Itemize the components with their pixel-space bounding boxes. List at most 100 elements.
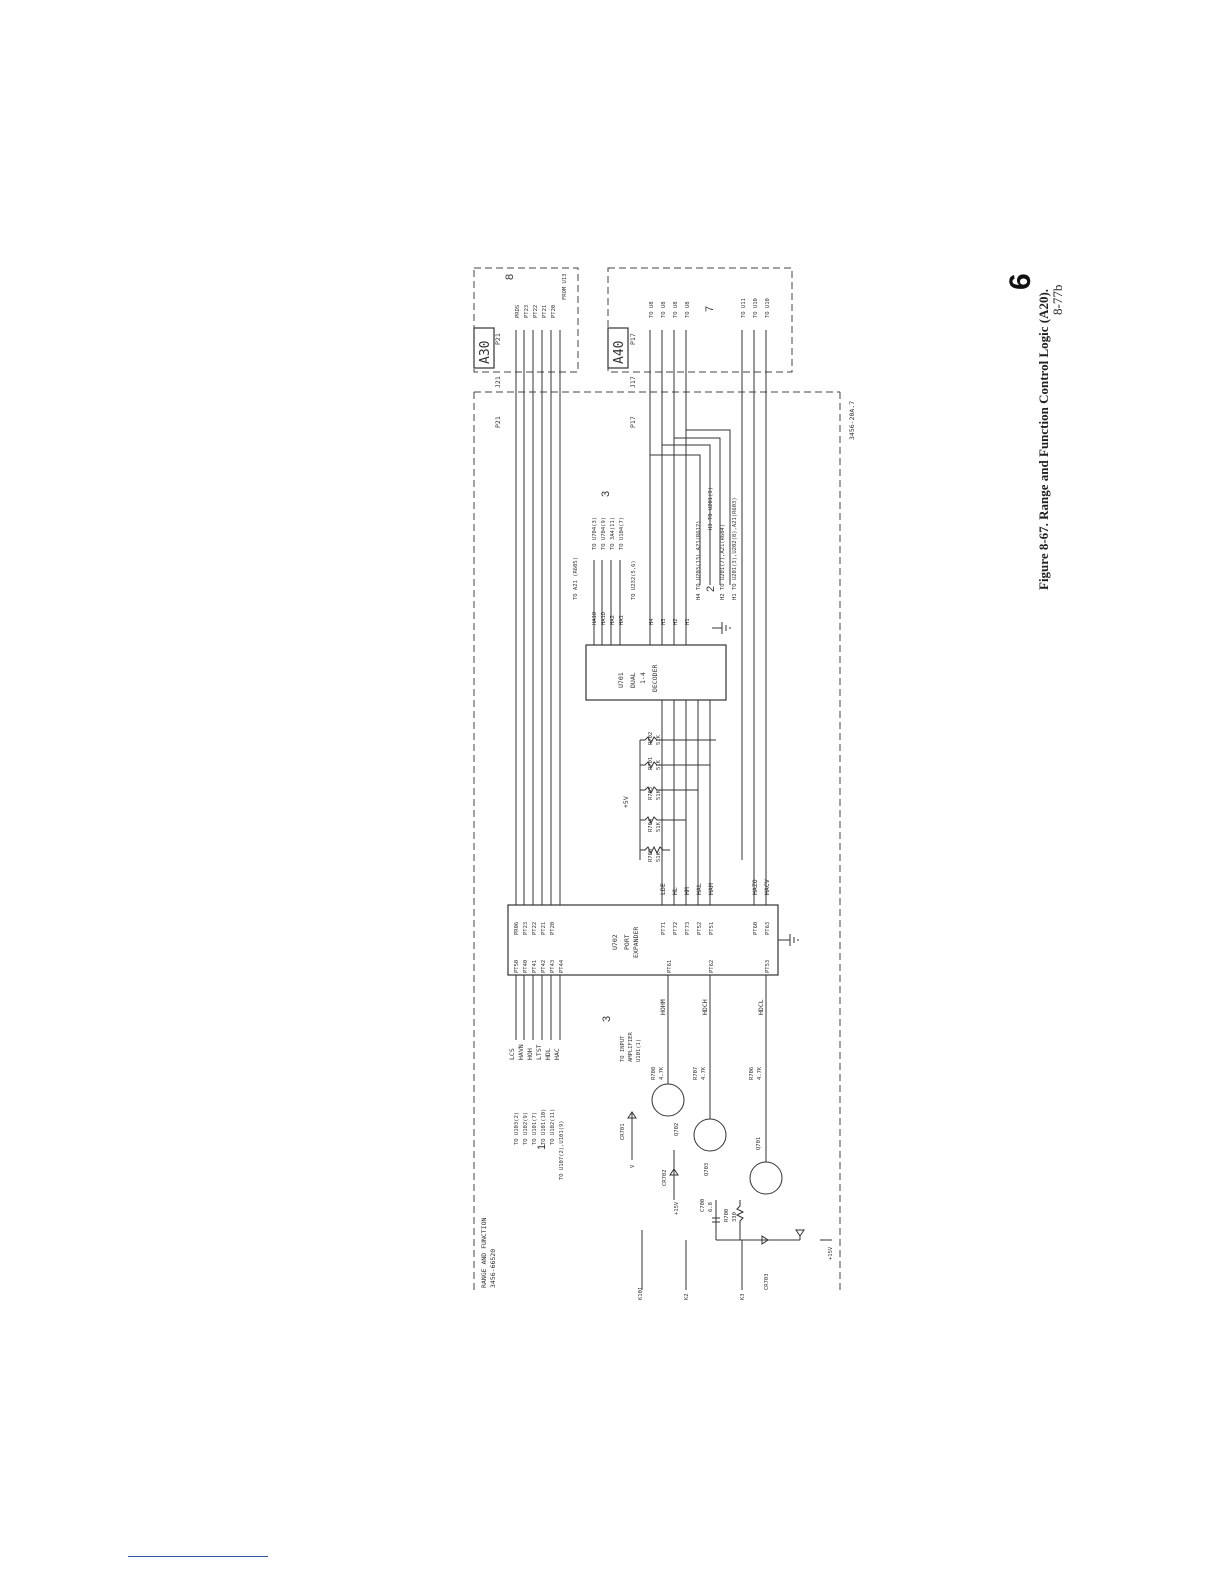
- a40-dest-label: TO U8: [673, 301, 679, 318]
- signal-dest: TO U102(11): [550, 1109, 556, 1145]
- transistor-ref: Q702: [674, 1123, 680, 1136]
- signal-dest: TO U103(2): [514, 1112, 520, 1145]
- u702-port: PT22: [532, 922, 538, 935]
- signal-dest: TO U101(7): [532, 1112, 538, 1145]
- u702-port: PR06: [514, 922, 520, 935]
- u702-port: PT20: [550, 922, 556, 935]
- diode-cr703: CR703: [716, 1235, 800, 1290]
- zone-number: 1: [536, 1144, 548, 1150]
- u702-port: PT52: [697, 922, 703, 935]
- edge-labels: K101 K2 K3: [638, 1230, 746, 1300]
- u701-signal: HA1D: [601, 612, 607, 625]
- page-number: 8-77b: [1050, 285, 1065, 315]
- signal-label: LDE: [659, 883, 667, 895]
- connector-j17: J17: [629, 376, 637, 388]
- a40-dest-label: TO U8: [685, 301, 691, 318]
- cap-value: 6.8: [708, 1202, 714, 1212]
- resistor-value: 51K: [656, 851, 662, 862]
- u701-signal: H2: [673, 618, 679, 625]
- input-amp-note: TO INPUT AMPLIFIER U101(1): [620, 1032, 642, 1062]
- u702-name: PORT: [623, 934, 631, 950]
- u701-dest: TO U704(3): [592, 517, 598, 550]
- u702-port: PT60: [753, 922, 759, 935]
- a40-label-box: [607, 327, 629, 369]
- diode-cr702: CR702 +15V: [662, 1150, 680, 1215]
- resistor-value: 51K: [656, 759, 662, 770]
- u701-dest: TO U104(7): [619, 517, 625, 550]
- a40-dest-label: TO U8: [661, 301, 667, 318]
- capacitor-c700: C700 6.8: [700, 1199, 720, 1240]
- resistor-r703: R703 51K: [640, 786, 698, 800]
- a40-dest-labels: TO U8 TO U8 TO U8 TO U8 TO U11 TO U10 TO…: [649, 298, 771, 318]
- connector-p21-top: P21: [494, 333, 502, 345]
- a30-from-u13: FROM U13: [562, 274, 568, 301]
- u701-signal: HA10: [592, 612, 598, 625]
- diode-cr701: CR701 V: [620, 1111, 637, 1168]
- a30-pin-labels: PRDS PT23 PT22 PT21 PT20: [515, 305, 557, 318]
- signal-label: HAC: [553, 1048, 561, 1060]
- u702-mid-signals: PT71 PT72 PT73 PT52 PT51 LDE HL HM HAL H…: [659, 860, 715, 935]
- zone-number: 8: [504, 274, 516, 280]
- a30-pin-label: PT22: [533, 305, 539, 318]
- resistor-value: 51K: [656, 789, 662, 800]
- u702-name2: EXPANDER: [632, 927, 640, 958]
- u701-signal: H4: [649, 618, 655, 625]
- title-block-line1: RANGE AND FUNCTION: [480, 1217, 488, 1288]
- zone-number: 3: [600, 491, 612, 497]
- a30-label-box: [473, 327, 495, 369]
- transistor-ref: Q703: [704, 1163, 710, 1176]
- zone-number: 7: [704, 306, 716, 312]
- input-amp-note-line: AMPLIFIER: [628, 1032, 634, 1062]
- u701-signal: HA1: [619, 615, 625, 625]
- u701-dest: H1 TO U201(3),U202(8),A21(R603): [732, 497, 738, 600]
- signal-label: HAVN: [517, 1044, 525, 1060]
- u701-outputs: HA10 HA1D HA2 HA1 H4 H3 H2 H1 TO U704(3)…: [573, 487, 738, 645]
- u701-misc-dest: TO U232(5,6): [631, 560, 637, 600]
- u701-dest: H4 TO U203(13),A21(R612): [696, 521, 702, 600]
- zone-number: 2: [705, 586, 717, 592]
- drive-signal: HDCL: [757, 999, 765, 1015]
- input-amp-note-line: TO INPUT: [620, 1035, 626, 1062]
- rail-label: +15V: [828, 1246, 834, 1260]
- a30-pin-label: PT21: [542, 305, 548, 318]
- signal-label: HDL: [544, 1048, 552, 1060]
- transistor-q703: R707 4.7K Q703: [693, 1060, 727, 1176]
- a30-pin-label: PRDS: [515, 305, 521, 318]
- edge-label: K101: [638, 1287, 644, 1300]
- supply-label: +5V: [622, 796, 630, 808]
- signal-label: HACV: [763, 879, 771, 895]
- u702-low-signals: PT60 PT63 HAZO HACV: [751, 879, 771, 935]
- a40-dest-label: TO U11: [741, 298, 747, 318]
- resistor-r704: R704 51K: [640, 816, 686, 832]
- drive-signal: HOHM: [659, 999, 667, 1015]
- connector-p21: P21: [494, 416, 502, 428]
- a30-pin-label: PT20: [551, 305, 557, 318]
- u702-port: PT42: [541, 960, 547, 973]
- signal-dest: TO U101(10): [541, 1109, 547, 1145]
- footer-rule: [128, 1556, 268, 1557]
- signal-dest: TO U107(2),U101(9): [559, 1120, 565, 1180]
- u702-port: PT44: [559, 959, 565, 973]
- zone-number: 3: [601, 1016, 613, 1022]
- rail-label: V: [630, 1164, 636, 1168]
- resistor-value: 51K: [656, 734, 662, 745]
- a30-pin-label: PT23: [524, 305, 530, 318]
- resistor-r701: R701 51K: [640, 757, 710, 770]
- a30-label: A30: [478, 341, 493, 364]
- a40-dest-label: TO U8: [649, 301, 655, 318]
- edge-label: K3: [740, 1293, 746, 1300]
- diode-ref: CR701: [620, 1123, 626, 1140]
- transistor-resistor-value: 4.7K: [701, 1066, 707, 1080]
- sheet-number: 6: [1004, 273, 1037, 290]
- resistor-r702: R702 51K: [640, 732, 716, 745]
- transistor-q701: R706 4.7K Q701: [749, 1060, 783, 1195]
- signal-label: HOH: [526, 1048, 534, 1060]
- u701-inputs: [661, 700, 711, 860]
- title-block-line2: 3456-66520: [489, 1249, 497, 1288]
- u702-port-expander: U702 PORT EXPANDER: [507, 904, 779, 976]
- u702-port: PT43: [550, 960, 556, 973]
- u701-signal: HA2: [610, 615, 616, 625]
- resistor-ref: R702: [648, 732, 654, 745]
- a40-label: A40: [612, 341, 627, 364]
- u701-signal: H3: [661, 618, 667, 625]
